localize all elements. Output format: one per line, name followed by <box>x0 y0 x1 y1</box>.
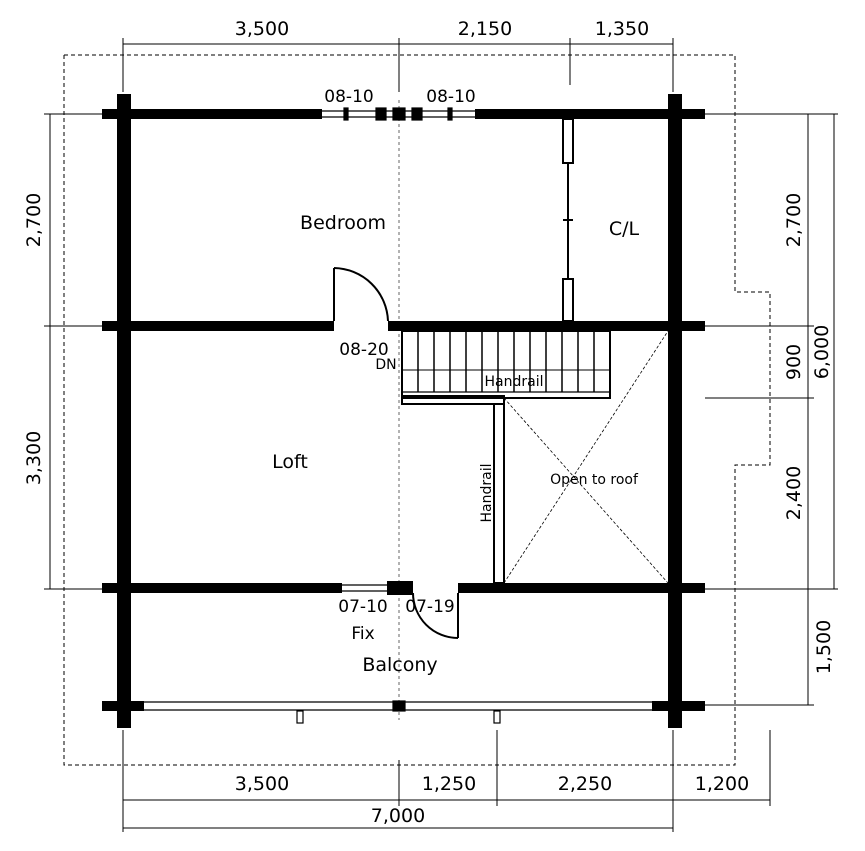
label-door-balcony: 07-19 <box>405 597 454 617</box>
open-to-roof-area <box>503 330 669 584</box>
dim-top-2: 2,150 <box>458 18 512 40</box>
top-windows <box>322 107 475 121</box>
closet-partition <box>562 118 574 322</box>
dim-right-2: 900 <box>783 344 805 380</box>
label-door-bedroom: 08-20 <box>339 340 388 360</box>
dim-top-1: 3,500 <box>235 18 289 40</box>
dimension-lines <box>44 38 838 832</box>
balcony-rail <box>144 700 652 724</box>
bedroom-door <box>333 267 389 322</box>
label-window-balcony: 07-10 <box>338 597 387 617</box>
handrails <box>401 395 505 584</box>
dim-bottom-1: 3,500 <box>235 773 289 795</box>
stairs <box>401 330 611 399</box>
dim-left-1: 2,700 <box>23 193 45 247</box>
dim-bottom-3: 2,250 <box>558 773 612 795</box>
dim-left-2: 3,300 <box>23 431 45 485</box>
label-handrail-horizontal: Handrail <box>485 374 544 390</box>
label-window-top-right: 08-10 <box>426 87 475 107</box>
room-closet: C/L <box>609 218 640 240</box>
room-loft: Loft <box>272 451 308 473</box>
label-window-top-left: 08-10 <box>324 87 373 107</box>
room-bedroom: Bedroom <box>300 212 386 234</box>
dim-top-3: 1,350 <box>595 18 649 40</box>
label-handrail-vertical: Handrail <box>479 464 495 523</box>
dim-bottom-2: 1,250 <box>422 773 476 795</box>
roof-outline <box>63 54 771 766</box>
label-window-balcony-fix: Fix <box>351 624 374 644</box>
dim-right-1: 2,700 <box>783 193 805 247</box>
dimension-labels: 3,500 2,150 1,350 3,500 1,250 2,250 1,20… <box>23 18 835 827</box>
walls <box>102 109 705 711</box>
label-stair-down: DN <box>375 357 396 373</box>
dim-right-total: 6,000 <box>811 325 833 379</box>
room-open-to-roof: Open to roof <box>550 472 639 488</box>
dim-bottom-total: 7,000 <box>371 805 425 827</box>
element-labels: 08-10 08-10 08-20 DN Handrail Handrail 0… <box>324 87 543 644</box>
balcony-openings <box>342 584 459 639</box>
dim-right-4: 1,500 <box>813 620 835 674</box>
log-posts <box>117 94 682 728</box>
room-labels: Bedroom C/L Loft Balcony Open to roof <box>272 212 639 676</box>
dim-bottom-4: 1,200 <box>695 773 749 795</box>
dim-right-3: 2,400 <box>783 466 805 520</box>
room-balcony: Balcony <box>362 654 437 676</box>
